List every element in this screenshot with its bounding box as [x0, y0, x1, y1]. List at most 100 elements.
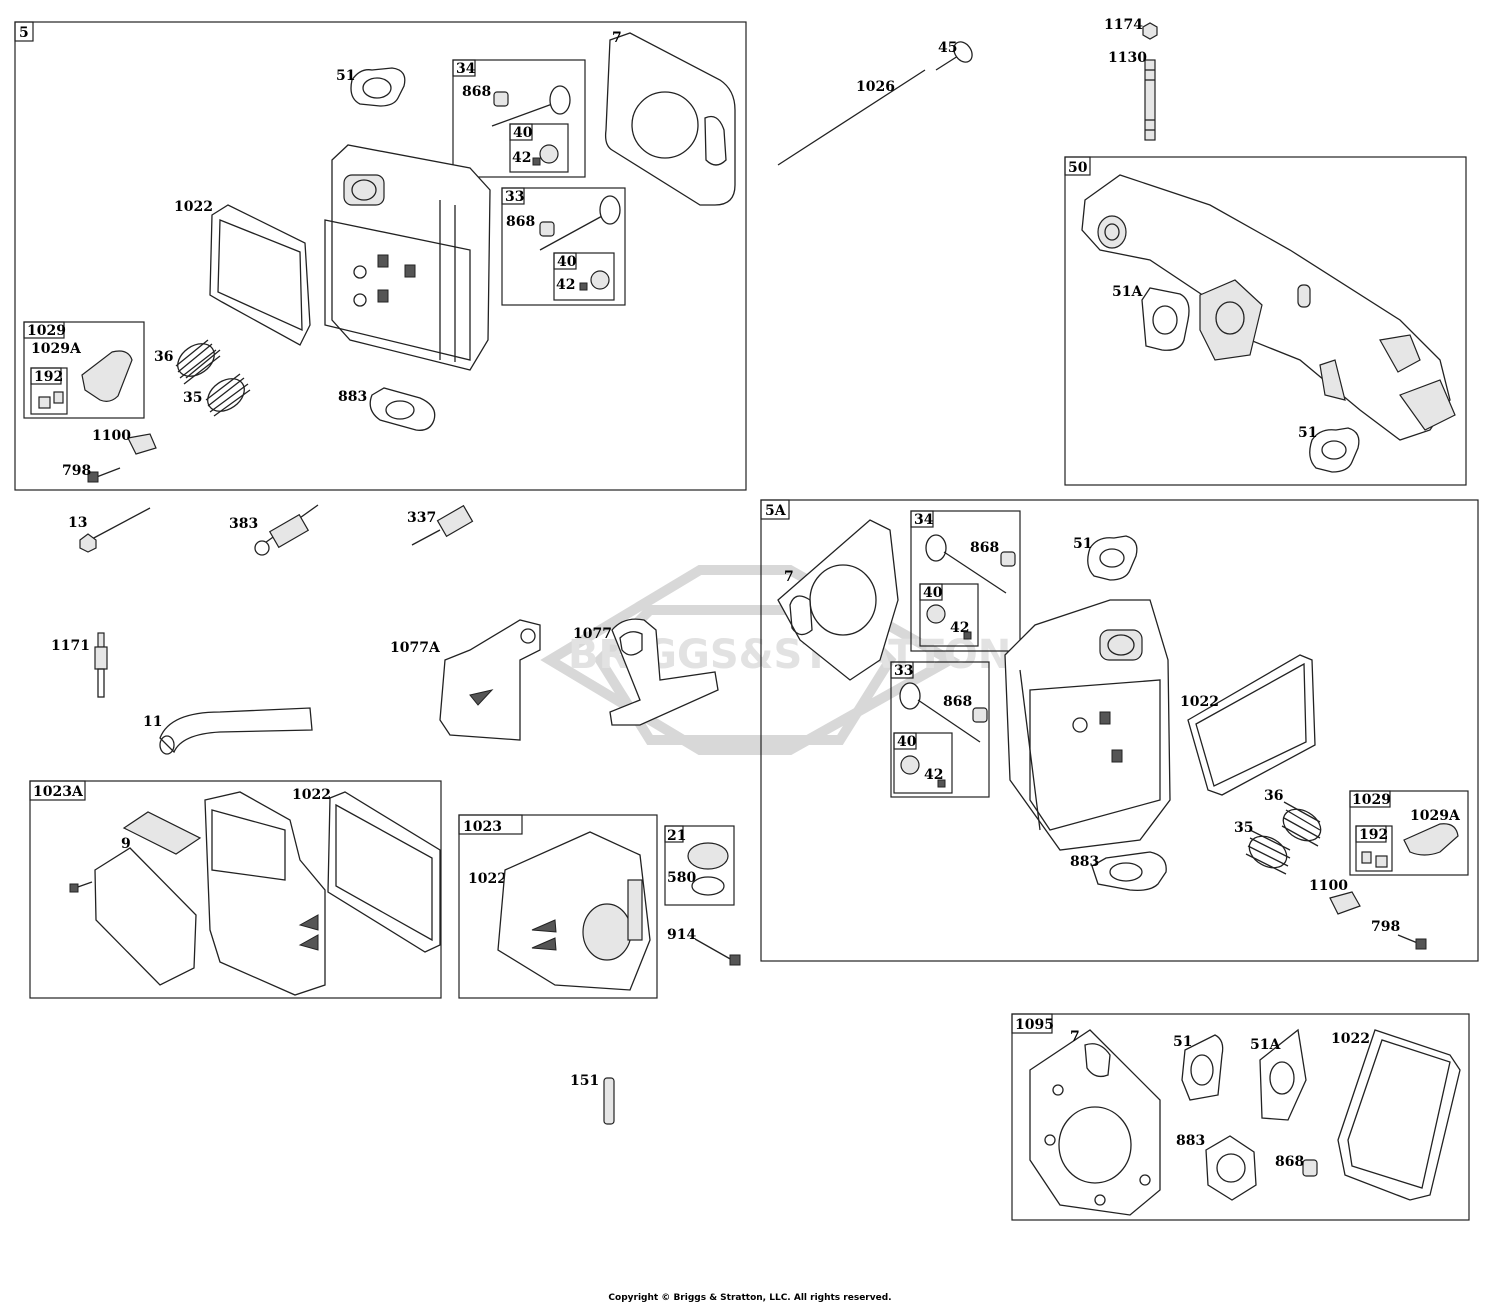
screw-914[interactable]	[694, 938, 733, 961]
hose-11[interactable]	[159, 707, 313, 754]
push-rod-1026[interactable]	[777, 69, 926, 166]
callout-1174: 1174	[1104, 17, 1143, 33]
stud-1130[interactable]	[1144, 59, 1156, 141]
group-1023A-frame	[29, 780, 442, 999]
callout-1077: 1077	[573, 626, 612, 642]
callout-1100: 1100	[92, 428, 131, 444]
valve-seal-868[interactable]	[493, 91, 509, 107]
guide-plate-1100[interactable]	[1329, 891, 1361, 915]
intake-valve-stem[interactable]	[539, 214, 605, 251]
bracket-1077A[interactable]	[439, 619, 541, 741]
nut-1174[interactable]	[1142, 22, 1158, 40]
valve-spring-35[interactable]	[202, 372, 251, 418]
rocker-cover-gasket-1022[interactable]	[327, 791, 441, 953]
group-1023A-tag: 1023A	[33, 784, 84, 800]
group-1095-tag: 1095	[1015, 1017, 1054, 1033]
bracket-1077[interactable]	[609, 618, 719, 726]
valve-spring-36[interactable]	[172, 337, 221, 385]
callout-42: 42	[512, 150, 531, 166]
intake-valve-head[interactable]	[899, 682, 921, 710]
valve-seal-868[interactable]	[539, 221, 555, 237]
callout-883: 883	[338, 389, 367, 405]
callout-51: 51	[336, 68, 355, 84]
valve-keeper[interactable]	[579, 282, 588, 291]
o-ring-580[interactable]	[691, 876, 725, 896]
exhaust-valve-head[interactable]	[549, 85, 571, 115]
valve-spring-36[interactable]	[1278, 801, 1327, 847]
pin-1171[interactable]	[94, 632, 108, 698]
guide-plate-1100[interactable]	[127, 433, 157, 455]
callout-51: 51	[1173, 1034, 1192, 1050]
valve-rotator-42[interactable]	[539, 144, 559, 164]
pivot-stud[interactable]	[53, 391, 64, 404]
intake-gasket-51[interactable]	[1181, 1034, 1224, 1101]
nut-192-tag: 192	[34, 369, 63, 385]
callout-798: 798	[62, 463, 91, 479]
group-5A-frame	[760, 499, 1479, 962]
callout-51A: 51A	[1250, 1037, 1281, 1053]
tappet-45[interactable]	[935, 55, 959, 71]
breather-tube-383[interactable]	[254, 504, 319, 556]
exhaust-valve-stem[interactable]	[491, 102, 556, 127]
group-5A-tag: 5A	[765, 503, 787, 519]
rocker-cover-gasket-1022[interactable]	[1187, 654, 1316, 796]
valve-seal-868[interactable]	[972, 707, 988, 723]
callout-914: 914	[667, 927, 696, 943]
cylinder-head[interactable]	[1004, 599, 1171, 851]
bolt-13[interactable]	[89, 507, 151, 541]
exhaust-gasket-883[interactable]	[1205, 1135, 1257, 1201]
valve-rotator-42[interactable]	[900, 755, 920, 775]
valve-keeper[interactable]	[937, 779, 946, 788]
rocker-arm-1029-frame	[23, 321, 145, 419]
valve-rotator-42[interactable]	[590, 270, 610, 290]
rocker-nut-192[interactable]	[1375, 855, 1388, 868]
callout-7: 7	[612, 30, 622, 46]
exhaust-gasket-883[interactable]	[369, 387, 436, 431]
cylinder-head[interactable]	[324, 144, 491, 371]
intake-gasket-51[interactable]	[1087, 535, 1138, 581]
rocker-cover-1023A[interactable]	[204, 791, 326, 996]
intake-manifold[interactable]	[1081, 174, 1456, 441]
valve-seal-868[interactable]	[1000, 551, 1016, 567]
rocker-cover-gasket-1022[interactable]	[209, 204, 311, 346]
spark-plug-337[interactable]	[411, 504, 474, 546]
pivot-stud[interactable]	[1361, 851, 1372, 864]
head-gasket-7[interactable]	[1029, 1029, 1161, 1216]
callout-868: 868	[462, 84, 491, 100]
exhaust-valve-stem[interactable]	[943, 551, 1007, 594]
intake-gasket-51[interactable]	[1309, 427, 1360, 473]
valve-keeper[interactable]	[532, 157, 541, 166]
copyright-notice: Copyright © Briggs & Stratton, LLC. All …	[608, 1293, 892, 1303]
exhaust-valve-head[interactable]	[925, 534, 947, 562]
valve-keeper[interactable]	[963, 631, 972, 640]
dowel-pin-151[interactable]	[603, 1077, 615, 1125]
head-gasket-7[interactable]	[777, 519, 899, 681]
valve-spring-35[interactable]	[1244, 829, 1293, 875]
valve-rotator-42[interactable]	[926, 604, 946, 624]
retainer-kit-40-tag: 40	[897, 734, 917, 750]
intake-valve-head[interactable]	[599, 195, 621, 225]
rocker-arm-1029A[interactable]	[81, 350, 133, 402]
intake-gasket-51A[interactable]	[1141, 287, 1190, 351]
callout-1029A: 1029A	[31, 341, 82, 357]
head-gasket-7[interactable]	[604, 32, 736, 206]
rocker-nut-192[interactable]	[38, 396, 51, 409]
exhaust-gasket-883[interactable]	[1091, 851, 1167, 892]
breather-reed[interactable]	[122, 811, 202, 855]
rocker-cover-gasket-1022[interactable]	[1337, 1029, 1461, 1201]
callout-11: 11	[143, 714, 162, 730]
oil-fill-cap[interactable]	[687, 842, 729, 870]
breather-cover-9[interactable]	[94, 847, 197, 986]
intake-valve-stem[interactable]	[917, 699, 981, 743]
callout-383: 383	[229, 516, 258, 532]
intake-gasket-51[interactable]	[350, 67, 406, 107]
rocker-cover-1023[interactable]	[497, 831, 651, 991]
retainer-kit-40-tag: 40	[513, 125, 533, 141]
rocker-arm-1029-frame	[1349, 790, 1469, 876]
callout-1022: 1022	[174, 199, 213, 215]
rocker-arm-1029A[interactable]	[1403, 823, 1459, 856]
nut-192-tag: 192	[1359, 827, 1388, 843]
intake-gasket-51A[interactable]	[1259, 1028, 1307, 1121]
valve-seal-868[interactable]	[1302, 1159, 1318, 1177]
